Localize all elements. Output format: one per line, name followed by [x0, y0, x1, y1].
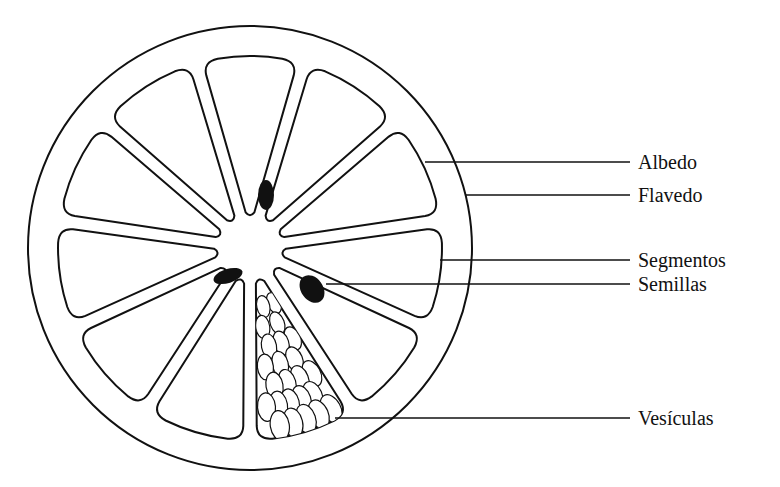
leader-line [466, 194, 630, 196]
segment [280, 133, 437, 237]
segment [274, 268, 417, 400]
vesicle [255, 294, 272, 318]
leader-line [335, 417, 630, 419]
seed [212, 265, 245, 288]
vesicle [268, 409, 291, 442]
seed [294, 270, 329, 307]
part-label: Segmentos [638, 248, 726, 272]
leader-line [326, 283, 630, 285]
seed [258, 180, 274, 210]
part-label: Vesículas [638, 406, 714, 430]
seeds-group [212, 180, 330, 308]
flavedo-outline [28, 26, 472, 470]
part-label: Flavedo [638, 183, 702, 207]
segment [115, 70, 234, 221]
segment [58, 229, 217, 317]
leader-line [440, 259, 630, 261]
vesicles-group [254, 290, 347, 441]
part-label: Semillas [638, 272, 707, 296]
segments-group [58, 56, 442, 439]
part-label: Albedo [638, 150, 697, 174]
leader-lines [326, 162, 630, 418]
leader-line [425, 161, 630, 163]
